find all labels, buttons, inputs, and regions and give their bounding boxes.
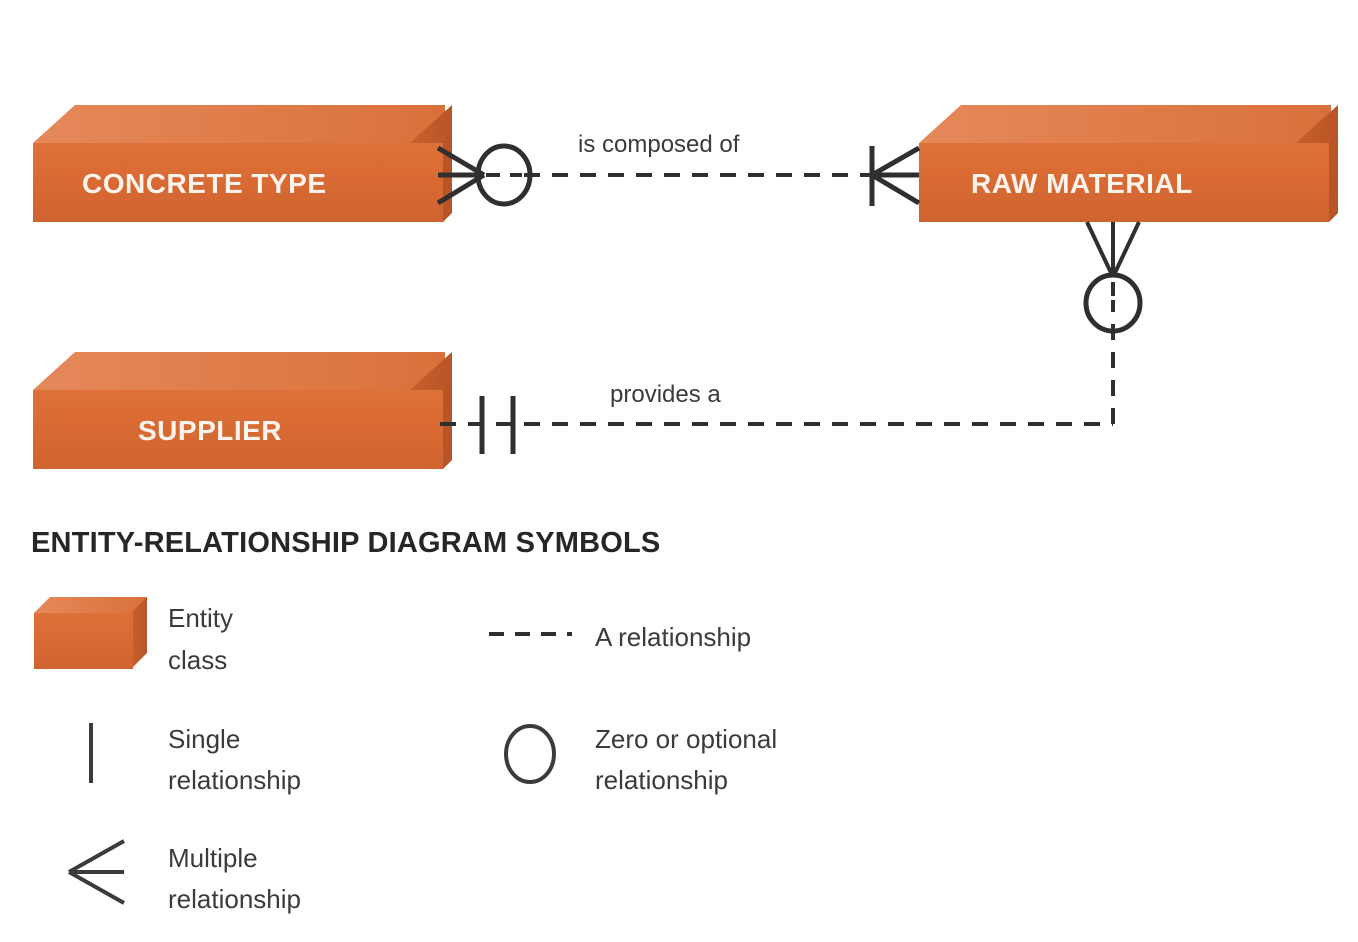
entity-right-edge bbox=[1329, 134, 1338, 222]
legend-item-label-line2: relationship bbox=[168, 765, 301, 795]
entity-raw-material[interactable]: RAW MATERIAL bbox=[919, 105, 1338, 222]
relationship-supplier-raw-material[interactable]: provides a bbox=[440, 221, 1143, 454]
circle-icon bbox=[504, 724, 556, 784]
legend-item-entity-class: Entity class bbox=[34, 597, 233, 675]
legend-item-label-line2: relationship bbox=[595, 765, 728, 795]
one-and-only-one-icon bbox=[479, 396, 516, 454]
legend-title: ENTITY-RELATIONSHIP DIAGRAM SYMBOLS bbox=[31, 527, 660, 559]
legend-item-single-relationship: Single relationship bbox=[89, 723, 301, 795]
entity-top-face bbox=[919, 105, 1331, 143]
entity-supplier-label: SUPPLIER bbox=[138, 415, 282, 446]
crows-foot-icon bbox=[68, 839, 125, 905]
legend-item-label-line1: Zero or optional bbox=[595, 724, 777, 754]
legend-item-multiple-relationship: Multiple relationship bbox=[68, 839, 301, 914]
entity-concrete-type[interactable]: CONCRETE TYPE bbox=[33, 105, 452, 222]
entity-front-face bbox=[33, 390, 443, 469]
entity-raw-material-label: RAW MATERIAL bbox=[971, 168, 1193, 199]
crows-foot-icon bbox=[1085, 221, 1141, 278]
legend-item-label-line1: A relationship bbox=[595, 622, 751, 652]
relationship-label-provides-a: provides a bbox=[610, 381, 721, 408]
entity-supplier[interactable]: SUPPLIER bbox=[33, 352, 452, 469]
legend-item-label-line1: Entity bbox=[168, 603, 233, 633]
legend-item-zero-or-optional-relationship: Zero or optional relationship bbox=[504, 724, 777, 795]
entity-top-face bbox=[33, 105, 445, 143]
circle-icon bbox=[475, 143, 533, 207]
entity-concrete-type-label: CONCRETE TYPE bbox=[82, 168, 327, 199]
circle-icon bbox=[1083, 272, 1143, 334]
entity-box-icon bbox=[34, 597, 147, 669]
relationship-concrete-type-raw-material[interactable]: is composed of bbox=[436, 131, 921, 207]
legend-item-label-line1: Multiple bbox=[168, 843, 258, 873]
legend-item-label-line2: class bbox=[168, 645, 227, 675]
crows-foot-icon bbox=[870, 145, 921, 206]
legend-item-label-line2: relationship bbox=[168, 884, 301, 914]
entity-right-edge bbox=[443, 134, 452, 222]
entity-front-face bbox=[33, 143, 443, 222]
legend-item-label-line1: Single bbox=[168, 724, 240, 754]
entity-front-face bbox=[919, 143, 1329, 222]
legend-item-a-relationship: A relationship bbox=[489, 622, 751, 652]
entity-top-face bbox=[33, 352, 445, 390]
relationship-label-is-composed-of: is composed of bbox=[578, 131, 740, 158]
